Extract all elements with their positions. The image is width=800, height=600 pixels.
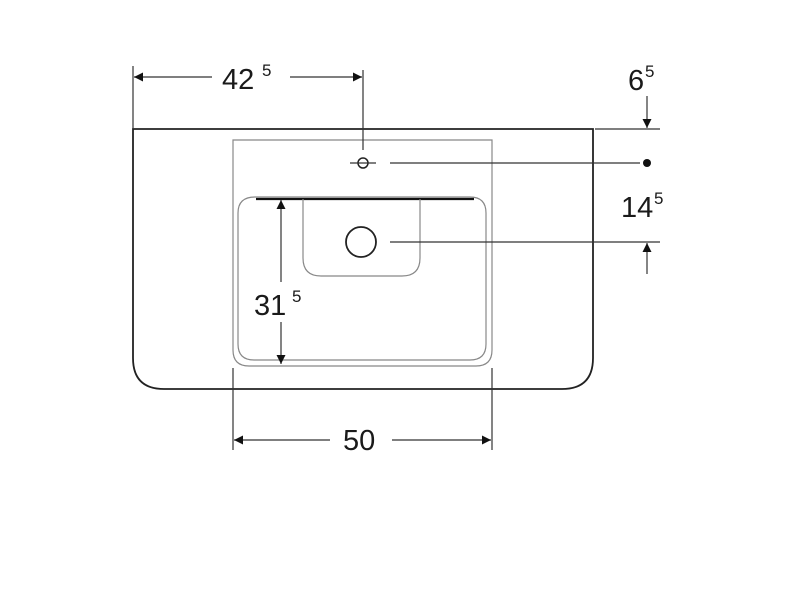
dim-label-top-width: 42 (222, 64, 254, 96)
basin-inner-frame (232, 139, 493, 367)
drain-recess (302, 199, 421, 277)
dim-label-hole-spacing: 14 (621, 192, 653, 224)
bowl-outline (237, 196, 487, 361)
centre-point-icon (643, 159, 651, 167)
dim-label-bowl-depth: 31 (254, 290, 286, 322)
dim-sup-top-offset: 5 (645, 62, 654, 81)
dim-sup-top-width: 5 (262, 61, 271, 80)
drain-icon (345, 226, 377, 258)
dim-sup-hole-spacing: 5 (654, 189, 663, 208)
dim-sup-bowl-depth: 5 (292, 287, 301, 306)
basin-outline (132, 128, 594, 390)
dim-label-top-offset: 6 (628, 65, 644, 97)
dim-label-bowl-width: 50 (343, 425, 375, 457)
